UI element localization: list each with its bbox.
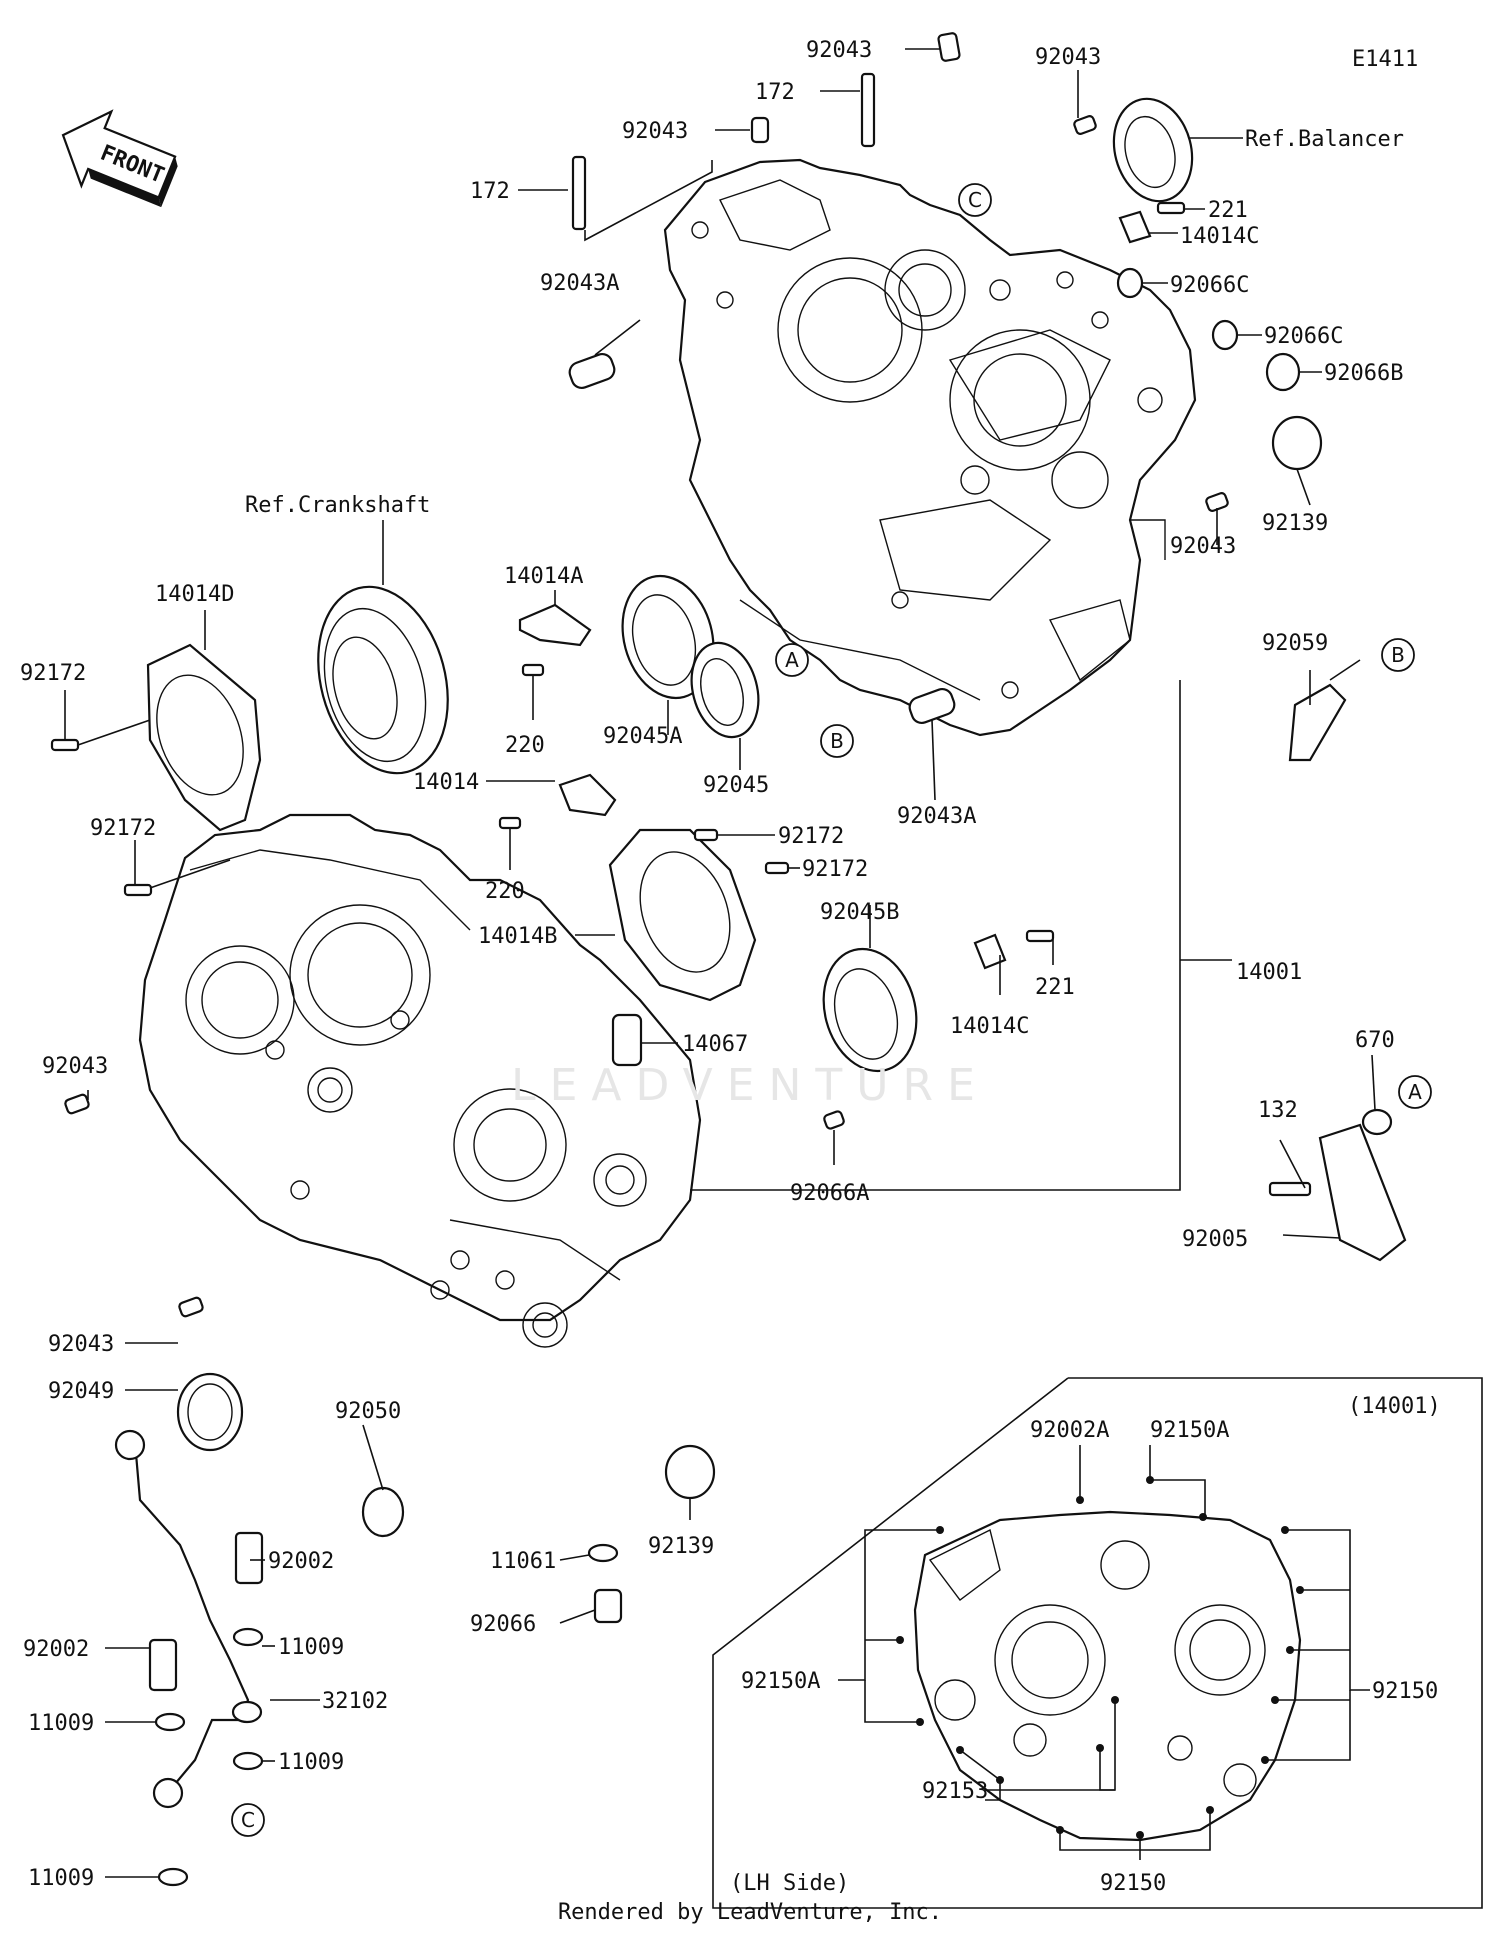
label-92005: 92005 [1182, 1227, 1248, 1252]
label-220-b: 220 [485, 879, 525, 904]
label-220-a: 220 [505, 733, 545, 758]
inset-side-label: (LH Side) [730, 1871, 849, 1896]
label-32102: 32102 [322, 1689, 388, 1714]
label-92045: 92045 [703, 773, 769, 798]
callout-b-mid: B [820, 724, 854, 758]
label-92043a-a: 92043A [540, 271, 619, 296]
small-parts [50, 32, 1407, 1887]
bearing-plate-14014b [608, 828, 757, 1002]
label-92066b: 92066B [1324, 361, 1403, 386]
leader-lines [64, 48, 1376, 1878]
footer-credit: Rendered by LeadVenture, Inc. [557, 1900, 943, 1925]
inset-14001: (14001) (LH Side) [712, 1377, 1483, 1909]
bearing-92045b [822, 947, 918, 1073]
svg-text:A: A [785, 648, 799, 672]
callout-c-top: C [958, 183, 992, 217]
part-labels: 92043 172 92043 172 92043 Ref.Balancer 2… [20, 38, 1404, 1891]
label-92066c-a: 92066C [1170, 273, 1249, 298]
label-11009-b: 11009 [28, 1711, 94, 1736]
inset-label-92153: 92153 [922, 1779, 988, 1804]
upper-crankcase [663, 158, 1197, 737]
label-92172-d: 92172 [802, 857, 868, 882]
label-14014d: 14014D [155, 582, 234, 607]
label-92049: 92049 [48, 1379, 114, 1404]
label-14001: 14001 [1236, 960, 1302, 985]
label-92172-a: 92172 [20, 661, 86, 686]
inset-title: (14001) [1348, 1394, 1441, 1419]
bearing-92045 [690, 641, 760, 739]
label-92043-b: 92043 [622, 119, 688, 144]
label-172-b: 172 [470, 179, 510, 204]
diagram-id: E1411 [1352, 47, 1418, 72]
label-92059: 92059 [1262, 631, 1328, 656]
label-92050: 92050 [335, 1399, 401, 1424]
label-92066c-b: 92066C [1264, 324, 1343, 349]
svg-text:A: A [1408, 1080, 1422, 1104]
label-11061: 11061 [490, 1549, 556, 1574]
inset-label-92150a-left: 92150A [741, 1669, 820, 1694]
svg-text:C: C [241, 1808, 255, 1832]
svg-text:C: C [968, 188, 982, 212]
label-92043-e: 92043 [42, 1054, 108, 1079]
inset-label-92150-right: 92150 [1372, 1679, 1438, 1704]
label-92172-b: 92172 [90, 816, 156, 841]
label-92045a: 92045A [603, 724, 682, 749]
label-92045b: 92045B [820, 900, 899, 925]
front-arrow-icon: FRONT [61, 109, 178, 208]
label-92043-d: 92043 [1170, 534, 1236, 559]
bearing-plate-14014d [146, 643, 262, 832]
label-14014b: 14014B [478, 924, 557, 949]
label-ref-balancer: Ref.Balancer [1245, 127, 1404, 152]
label-14014c-a: 14014C [1180, 224, 1259, 249]
balancer-bearing [1112, 97, 1194, 203]
inset-label-92002a: 92002A [1030, 1418, 1109, 1443]
label-11009-a: 11009 [278, 1635, 344, 1660]
svg-text:B: B [830, 729, 844, 753]
label-92043-f: 92043 [48, 1332, 114, 1357]
label-92043-a: 92043 [806, 38, 872, 63]
label-11009-c: 11009 [278, 1750, 344, 1775]
label-92066: 92066 [470, 1612, 536, 1637]
label-14014: 14014 [413, 770, 479, 795]
label-92043a-b: 92043A [897, 804, 976, 829]
callout-a-mid: A [775, 643, 809, 677]
lower-crankcase [138, 813, 702, 1348]
label-92002-a: 92002 [268, 1549, 334, 1574]
label-92066a: 92066A [790, 1181, 869, 1206]
label-172-a: 172 [755, 80, 795, 105]
label-92139-a: 92139 [1262, 511, 1328, 536]
label-92139-b: 92139 [648, 1534, 714, 1559]
crankshaft-bearing [317, 585, 449, 775]
label-92002-b: 92002 [23, 1637, 89, 1662]
label-221-b: 221 [1035, 975, 1075, 1000]
label-221-a: 221 [1208, 198, 1248, 223]
svg-text:B: B [1391, 643, 1405, 667]
bearing-92045a [621, 574, 715, 700]
callout-c-bottom: C [231, 1803, 265, 1837]
label-132: 132 [1258, 1098, 1298, 1123]
inset-label-92150-bottom: 92150 [1100, 1871, 1166, 1896]
label-670: 670 [1355, 1028, 1395, 1053]
label-14014a: 14014A [504, 564, 583, 589]
label-11009-d: 11009 [28, 1866, 94, 1891]
label-92043-c: 92043 [1035, 45, 1101, 70]
label-14067: 14067 [682, 1032, 748, 1057]
watermark-text: LEADVENTURE [511, 1060, 989, 1111]
label-ref-crankshaft: Ref.Crankshaft [245, 493, 430, 518]
callout-b-right: B [1381, 638, 1415, 672]
label-92172-c: 92172 [778, 824, 844, 849]
inset-label-92150a-top: 92150A [1150, 1418, 1229, 1443]
callout-a-right: A [1398, 1075, 1432, 1109]
label-14014c-b: 14014C [950, 1014, 1029, 1039]
